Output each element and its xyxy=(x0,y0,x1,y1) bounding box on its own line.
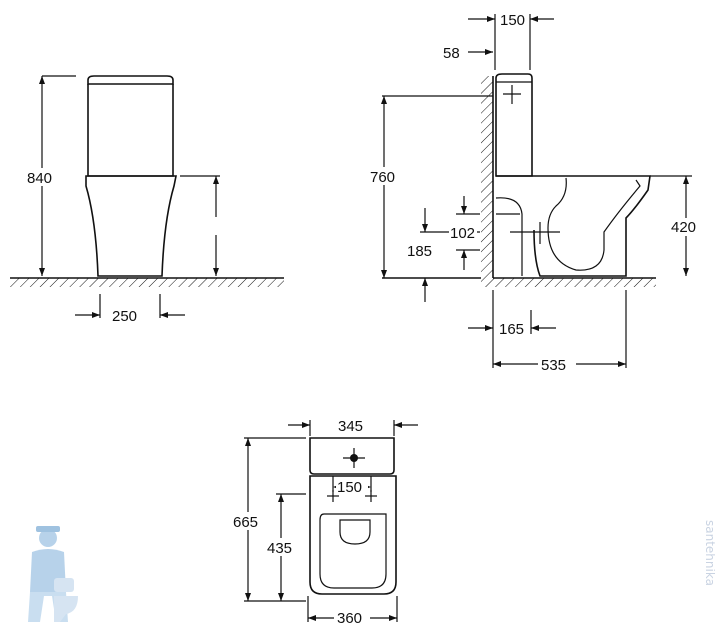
tank-profile xyxy=(495,73,533,177)
bowl-outline xyxy=(496,175,651,277)
dim-height-total: 840 xyxy=(27,170,52,187)
floor-hatch-profile xyxy=(481,278,656,287)
bowl-inner xyxy=(547,177,641,271)
wall-hatch xyxy=(481,76,493,278)
flush-button-icon xyxy=(350,454,358,462)
dim-drain-offset: 165 xyxy=(499,321,524,338)
dim-wall-offset: 58 xyxy=(443,45,460,62)
dim-seat-height-profile: 420 xyxy=(671,219,696,236)
dim-drain-diameter: 102 xyxy=(450,225,475,242)
dim-tank-top-height: 760 xyxy=(370,169,395,186)
tank-lid xyxy=(87,75,174,85)
tank-body xyxy=(87,84,174,177)
dim-fixing-spacing: 150 xyxy=(337,479,362,496)
dim-total-length: 665 xyxy=(233,514,258,531)
dim-tank-width: 345 xyxy=(338,418,363,435)
dim-bowl-length: 435 xyxy=(267,540,292,557)
dim-base-width: 250 xyxy=(112,308,137,325)
front-view: 840 250 xyxy=(10,75,284,325)
bowl-drain xyxy=(339,519,371,545)
dim-drain-height: 185 xyxy=(407,243,432,260)
dim-bowl-width: 360 xyxy=(337,610,362,627)
bowl-plan xyxy=(309,475,397,595)
dim-tank-depth: 150 xyxy=(500,12,525,29)
top-view: 150 345 665 435 360 xyxy=(232,418,418,627)
tank-plan xyxy=(309,437,395,475)
profile-view: 150 58 760 185 102 420 xyxy=(368,12,704,374)
pedestal xyxy=(85,175,177,277)
floor-hatch xyxy=(10,278,284,287)
outlet-pipe xyxy=(495,197,523,276)
seat-opening xyxy=(319,513,387,589)
watermark-text: santehnika xyxy=(703,520,715,586)
dim-total-depth: 535 xyxy=(541,357,566,374)
plumber-mascot-logo xyxy=(28,526,78,622)
